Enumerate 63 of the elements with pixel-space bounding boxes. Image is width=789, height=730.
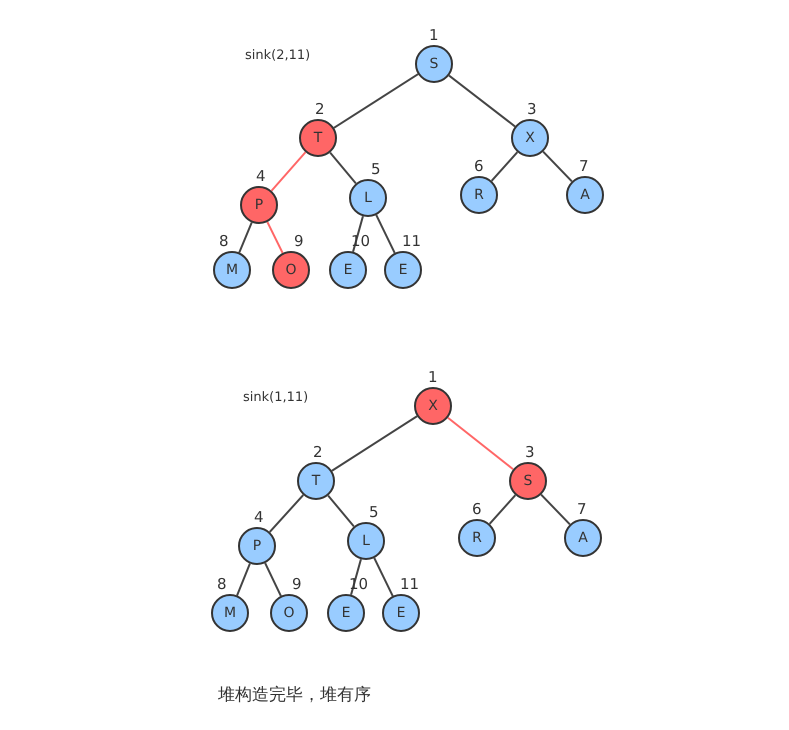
heap-node: E — [329, 251, 367, 289]
step-label: sink(2,11) — [245, 48, 310, 63]
tree-edge — [238, 222, 253, 253]
tree-edge — [236, 563, 251, 596]
tree-edge — [269, 494, 304, 533]
heap-node: R — [458, 519, 496, 557]
heap-node: O — [272, 251, 310, 289]
index-number: 4 — [256, 168, 266, 184]
heap-node: T — [297, 462, 335, 500]
heap-node: P — [240, 186, 278, 224]
index-number: 11 — [402, 233, 422, 249]
heap-node: A — [566, 176, 604, 214]
heap-node: E — [382, 594, 420, 632]
index-number: 8 — [219, 233, 229, 249]
tree-edge — [266, 222, 284, 254]
tree-edge — [331, 415, 418, 472]
index-number: 3 — [527, 101, 537, 117]
index-number: 2 — [313, 444, 323, 460]
tree-edge — [327, 494, 355, 528]
tree-edge — [333, 73, 419, 129]
heap-node: X — [511, 119, 549, 157]
index-number: 9 — [292, 576, 302, 592]
index-number: 7 — [579, 158, 589, 174]
tree-edge — [264, 562, 282, 596]
tree-edge — [375, 214, 396, 254]
index-number: 9 — [294, 233, 304, 249]
heap-node: P — [238, 527, 276, 565]
index-number: 2 — [315, 101, 325, 117]
heap-node: L — [347, 522, 385, 560]
heap-node: S — [509, 462, 547, 500]
heap-node: O — [270, 594, 308, 632]
heap-node: T — [299, 119, 337, 157]
tree-edge — [329, 152, 357, 184]
index-number: 6 — [474, 158, 484, 174]
heap-node: E — [327, 594, 365, 632]
index-number: 7 — [577, 501, 587, 517]
heap-node: E — [384, 251, 422, 289]
heap-node: M — [211, 594, 249, 632]
heap-node: X — [414, 387, 452, 425]
index-number: 5 — [369, 504, 379, 520]
index-number: 4 — [254, 509, 264, 525]
tree-edge — [448, 74, 516, 128]
index-number: 5 — [371, 161, 381, 177]
index-number: 8 — [217, 576, 227, 592]
index-number: 6 — [472, 501, 482, 517]
step-label: sink(1,11) — [243, 390, 308, 405]
heap-node: A — [564, 519, 602, 557]
tree-edge — [447, 416, 514, 470]
index-number: 3 — [525, 444, 535, 460]
heap-node: S — [415, 45, 453, 83]
heap-node: L — [349, 179, 387, 217]
heap-node: R — [460, 176, 498, 214]
index-number: 11 — [400, 576, 420, 592]
tree-edge — [490, 152, 518, 182]
tree-edge — [488, 494, 516, 524]
index-number: 1 — [428, 369, 438, 385]
tree-edge — [270, 152, 306, 192]
tree-edge — [373, 558, 394, 596]
index-number: 1 — [429, 27, 439, 43]
heap-node: M — [213, 251, 251, 289]
tree-edge — [540, 494, 571, 526]
caption-text: 堆构造完毕，堆有序 — [218, 684, 371, 706]
tree-edge — [542, 150, 573, 182]
